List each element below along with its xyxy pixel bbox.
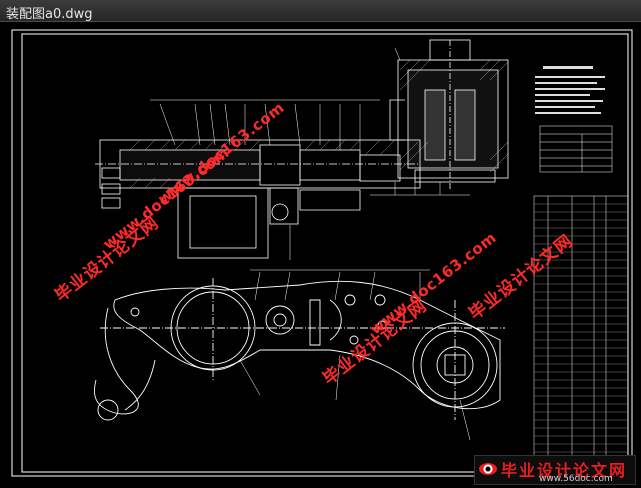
arm-leader-lines	[239, 269, 471, 441]
main-section-hatching	[129, 139, 396, 189]
logo-url: www.56doc.com	[539, 474, 613, 484]
eye-logo-icon	[479, 463, 497, 475]
tech-notes	[535, 66, 605, 114]
window-title: 装配图a0.dwg	[6, 7, 93, 22]
parts-list-rows	[534, 203, 628, 453]
actuator-hatching	[399, 59, 509, 173]
leader-lines	[150, 47, 470, 260]
site-logo: 毕业设计论文网 www.56doc.com	[474, 455, 636, 485]
main-section	[95, 139, 421, 259]
cad-drawing	[11, 29, 633, 477]
window-titlebar: 装配图a0.dwg	[0, 0, 641, 22]
actuator-assembly	[389, 39, 509, 190]
drawing-canvas[interactable]: 毕业设计论文网 www.doc163.com 毕业设计论文网 www.doc16…	[0, 22, 641, 488]
outer-border	[11, 29, 633, 477]
logo-site-name: 毕业设计论文网	[501, 461, 628, 480]
arm-front-view	[93, 278, 505, 421]
parameter-table	[539, 125, 613, 173]
